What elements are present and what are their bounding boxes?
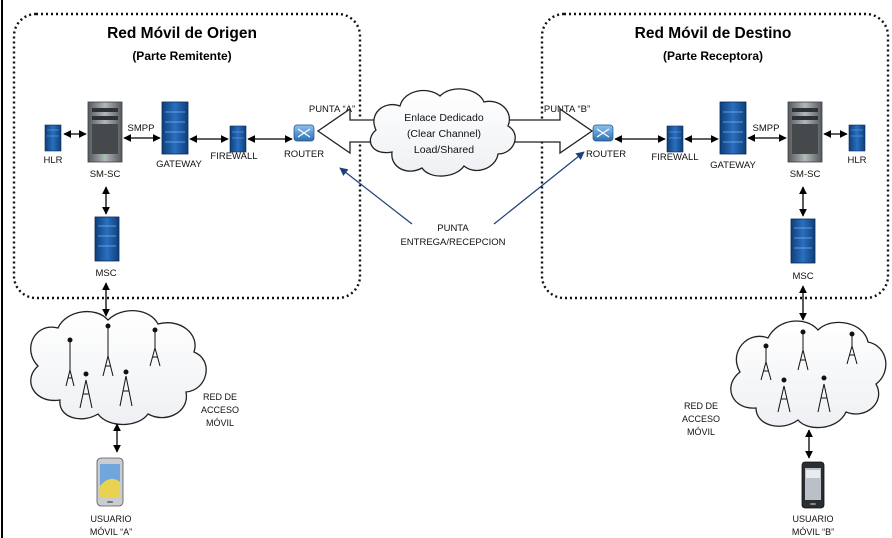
destination-smpp-label: SMPP [753, 123, 780, 134]
destination-network: Red Móvil de Destino (Parte Receptora) R… [540, 12, 890, 300]
origin-user-label-1: USUARIO [90, 514, 131, 524]
origin-router-label: ROUTER [284, 149, 324, 160]
destination-router-label: ROUTER [586, 149, 626, 160]
origin-network: Red Móvil de Origen (Parte Remitente) HL… [12, 12, 362, 300]
origin-access-label-3: MÓVIL [206, 418, 234, 428]
origin-network-boundary [12, 12, 362, 300]
destination-hlr-label: HLR [847, 155, 866, 166]
origin-network-subtitle: (Parte Remitente) [132, 49, 231, 63]
origin-hlr-label: HLR [43, 155, 62, 166]
destination-mobile-phone-icon [801, 461, 825, 509]
origin-mobile-phone-icon [96, 457, 124, 507]
handover-pointer-right [493, 151, 585, 225]
dedicated-link-cloud-icon [369, 88, 516, 177]
origin-access-label-1: RED DE [203, 392, 237, 402]
origin-access-label-2: ACCESO [201, 405, 239, 415]
origin-smpp-label: SMPP [128, 123, 155, 134]
origin-hlr-server-icon [44, 124, 62, 152]
origin-firewall-label: FIREWALL [210, 151, 257, 162]
destination-access-label-3: MÓVIL [687, 427, 715, 437]
handover-pointer-left [339, 167, 413, 225]
destination-punta-label: PUNTA “B” [544, 104, 590, 115]
origin-gateway-label: GATEWAY [156, 159, 202, 170]
destination-msc-server-icon [790, 218, 816, 264]
destination-user-label-2: MÓVIL “B” [792, 527, 834, 537]
dedicated-link: Enlace Dedicado (Clear Channel) Load/Sha… [316, 88, 594, 177]
destination-user-label-1: USUARIO [792, 514, 833, 524]
destination-access-label-1: RED DE [684, 401, 718, 411]
origin-network-title: Red Móvil de Origen [107, 25, 257, 42]
handover-point: PUNTA ENTREGA/RECEPCION [339, 151, 585, 248]
destination-msc-label: MSC [792, 271, 813, 282]
origin-router-icon [293, 124, 315, 142]
origin-smsc-server-icon [87, 101, 123, 163]
origin-punta-label: PUNTA “A” [309, 104, 355, 115]
origin-gateway-server-icon [161, 101, 189, 155]
destination-router-icon [592, 124, 614, 142]
handover-point-line-1: PUNTA [437, 223, 469, 234]
destination-network-title: Red Móvil de Destino [635, 25, 792, 42]
origin-firewall-server-icon [229, 125, 247, 153]
origin-msc-label: MSC [95, 268, 116, 279]
destination-firewall-server-icon [666, 125, 684, 153]
handover-point-line-2: ENTREGA/RECEPCION [400, 237, 505, 248]
destination-network-boundary [540, 12, 890, 300]
destination-access-cloud-icon [730, 320, 887, 429]
destination-gateway-label: GATEWAY [710, 160, 756, 171]
destination-gateway-server-icon [719, 101, 747, 155]
origin-tower-icon [65, 323, 161, 409]
dedicated-link-line-1: Enlace Dedicado [404, 112, 484, 124]
origin-access-cloud-icon [30, 309, 207, 426]
origin-smsc-label: SM-SC [90, 169, 121, 180]
destination-smsc-label: SM-SC [790, 169, 821, 180]
destination-hlr-server-icon [848, 124, 866, 152]
destination-network-subtitle: (Parte Receptora) [663, 49, 763, 63]
origin-access-network: RED DE ACCESO MÓVIL USUARIO MÓVIL “A” [30, 282, 239, 537]
destination-access-network: RED DE ACCESO MÓVIL USUARIO MÓVIL “B” [682, 285, 887, 537]
destination-smsc-server-icon [787, 101, 823, 163]
destination-access-label-2: ACCESO [682, 414, 720, 424]
dedicated-link-line-2: (Clear Channel) [407, 128, 481, 140]
origin-user-label-2: MÓVIL “A” [90, 527, 132, 537]
origin-msc-server-icon [94, 216, 120, 262]
destination-tower-icon [760, 329, 858, 413]
dedicated-link-line-3: Load/Shared [414, 144, 474, 156]
destination-firewall-label: FIREWALL [651, 152, 698, 163]
